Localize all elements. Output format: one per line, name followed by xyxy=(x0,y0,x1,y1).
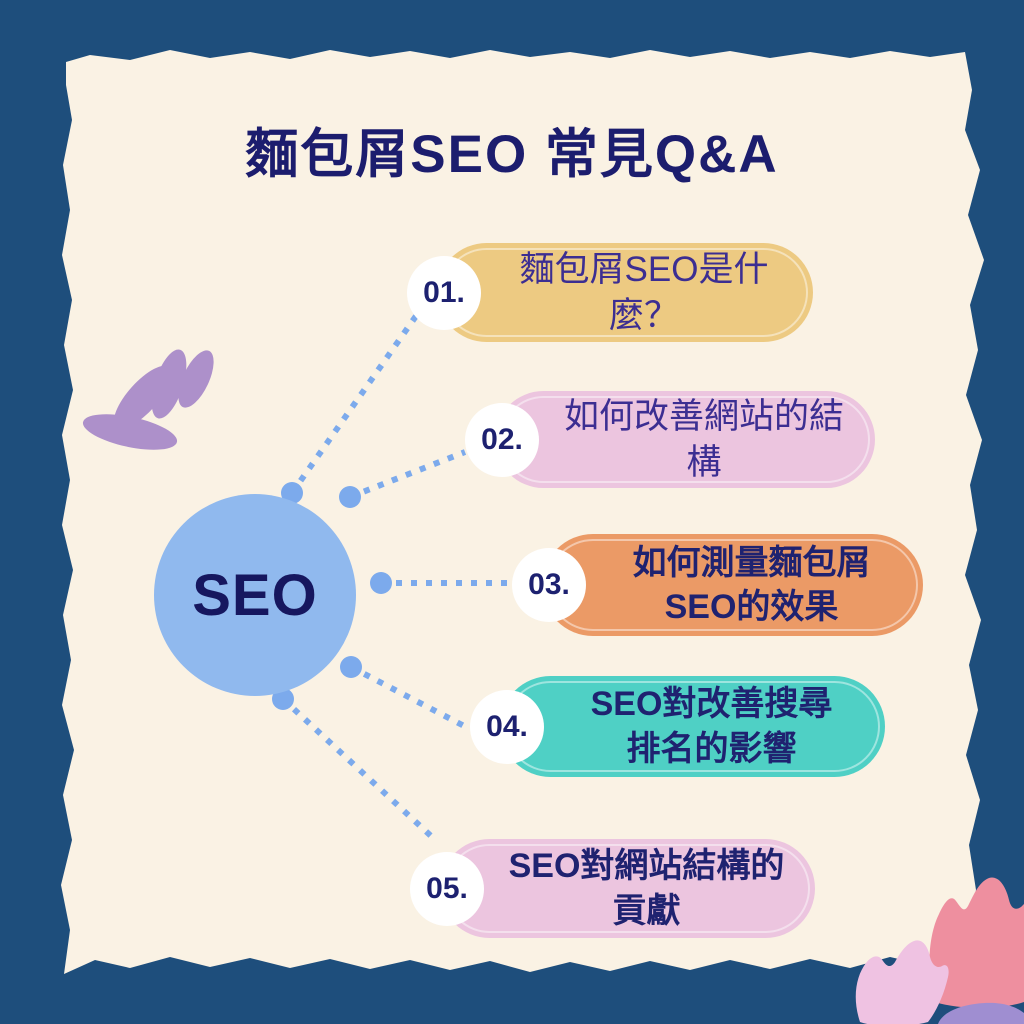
connector-line-02 xyxy=(348,449,467,500)
connector-origin-dot-02 xyxy=(339,486,361,508)
qa-item-04: 04. SEO對改善搜尋 排名的影響 xyxy=(470,676,885,777)
item-label: 麵包屑SEO是什麼？ xyxy=(519,250,769,335)
pink-tulip-icon xyxy=(855,940,949,1024)
qa-item-02: 02. 如何改善網站的結構 xyxy=(465,391,875,488)
item-label: 如何改善網站的結構 xyxy=(563,397,844,482)
connector-origin-dot-03 xyxy=(370,572,392,594)
purple-blob-icon xyxy=(938,1002,1024,1024)
qa-item-05: 05. SEO對網站結構的貢獻 xyxy=(410,839,815,938)
item-number-badge: 02. xyxy=(465,402,539,477)
item-number-badge: 01. xyxy=(407,255,481,330)
connector-line-01 xyxy=(289,314,419,495)
connector-origin-dot-04 xyxy=(340,656,362,678)
item-label: 如何測量麵包屑 SEO的效果 xyxy=(632,543,871,626)
page-title: 麵包屑SEO 常見Q&A xyxy=(245,125,779,184)
salmon-tulip-icon xyxy=(929,877,1024,1008)
item-number-badge: 05. xyxy=(410,851,484,926)
connector-line-05 xyxy=(280,696,434,839)
item-number-badge: 03. xyxy=(512,548,586,622)
seo-center-label: SEO xyxy=(192,562,318,628)
item-label: SEO對網站結構的貢獻 xyxy=(508,847,785,930)
connector-line-04 xyxy=(349,664,470,731)
qa-item-03: 03. 如何測量麵包屑 SEO的效果 xyxy=(512,534,923,636)
seo-center-node: SEO xyxy=(154,494,356,696)
qa-item-01: 01. 麵包屑SEO是什麼？ xyxy=(407,243,813,342)
item-number-badge: 04. xyxy=(470,689,544,764)
item-label: SEO對改善搜尋 排名的影響 xyxy=(590,685,833,768)
